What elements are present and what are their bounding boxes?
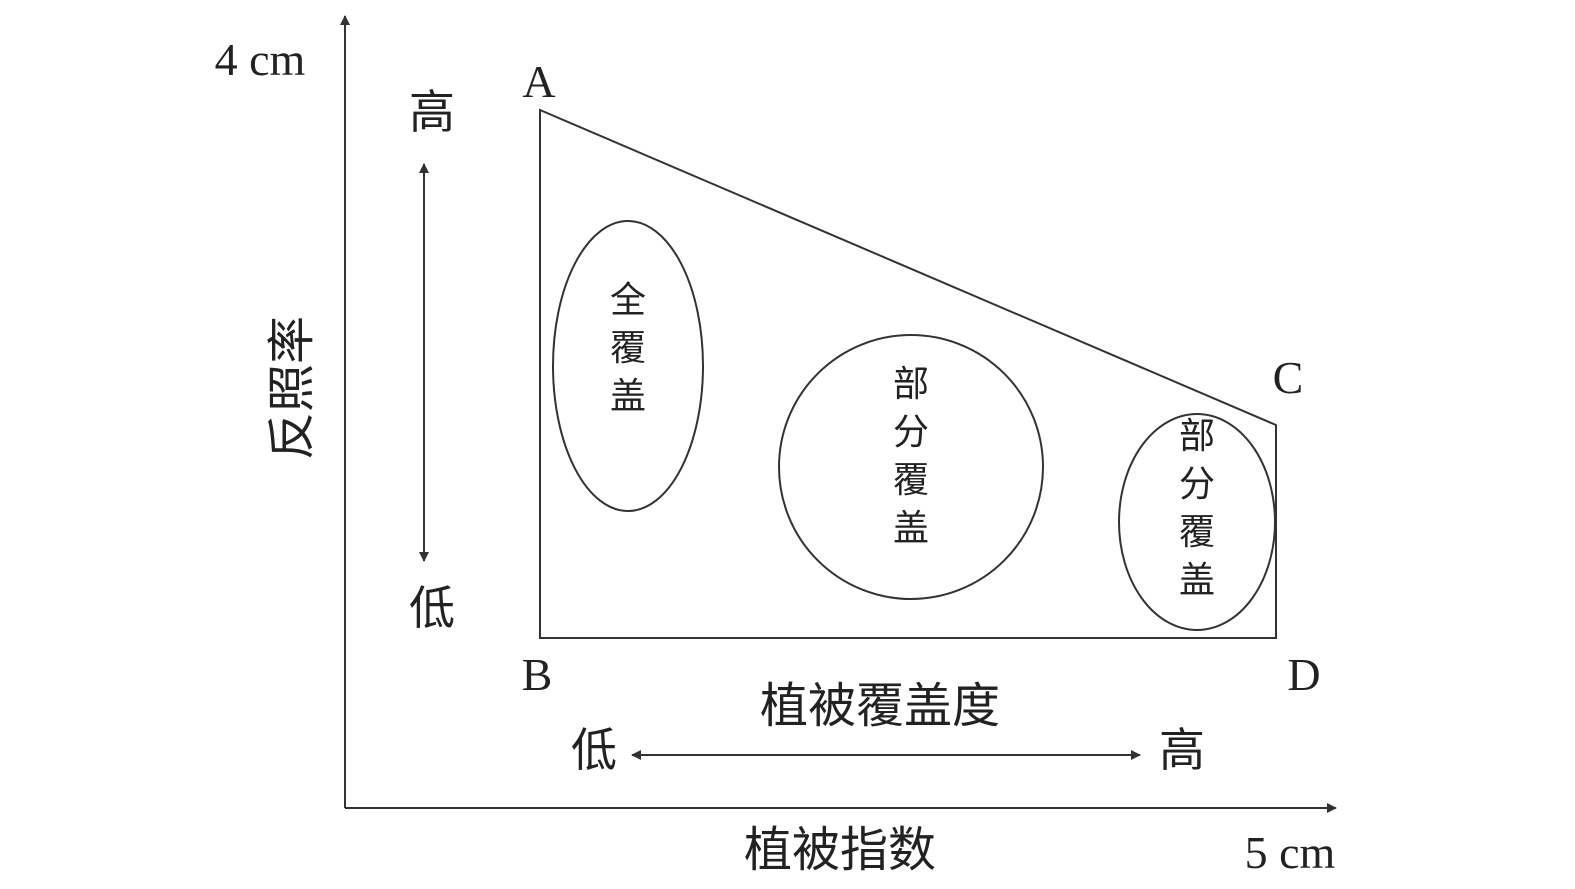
- region-label-char: 盖: [1179, 560, 1215, 601]
- region-label-char: 盖: [610, 376, 646, 417]
- region-label-char: 覆: [893, 460, 929, 501]
- horizontal-scale-low-label: 低: [571, 723, 617, 777]
- y-axis-title: 反照率: [264, 316, 320, 460]
- region-partial-cover-middle-label: 部分覆盖: [893, 364, 929, 549]
- region-partial-cover-middle-circle: [778, 334, 1044, 600]
- vertex-c-label: C: [1273, 352, 1304, 403]
- region-label-char: 部: [893, 364, 929, 405]
- vertical-scale-high-label: 高: [409, 85, 455, 139]
- region-label-char: 覆: [610, 328, 646, 369]
- vertex-d-label: D: [1287, 649, 1320, 700]
- x-axis-max-label: 5 cm: [1245, 827, 1336, 878]
- horizontal-scale-title: 植被覆盖度: [760, 678, 1000, 734]
- region-full-cover-label: 全覆盖: [610, 280, 646, 417]
- vertical-scale-low-label: 低: [409, 581, 455, 635]
- vertex-b-label: B: [522, 649, 553, 700]
- x-axis-title: 植被指数: [744, 822, 936, 878]
- horizontal-scale-high-label: 高: [1159, 723, 1205, 777]
- region-label-char: 盖: [893, 508, 929, 549]
- y-axis-max-label: 4 cm: [215, 34, 306, 85]
- region-partial-cover-right-label: 部分覆盖: [1179, 416, 1215, 601]
- region-label-char: 部: [1179, 416, 1215, 457]
- region-label-char: 全: [610, 280, 646, 321]
- region-label-char: 覆: [1179, 512, 1215, 553]
- region-partial-cover-right-ellipse: [1118, 413, 1276, 631]
- trapezoid-outline: [539, 108, 1277, 639]
- vertex-a-label: A: [522, 56, 555, 107]
- region-label-char: 分: [1179, 464, 1215, 505]
- region-label-char: 分: [893, 412, 929, 453]
- region-full-cover-ellipse: [552, 220, 704, 512]
